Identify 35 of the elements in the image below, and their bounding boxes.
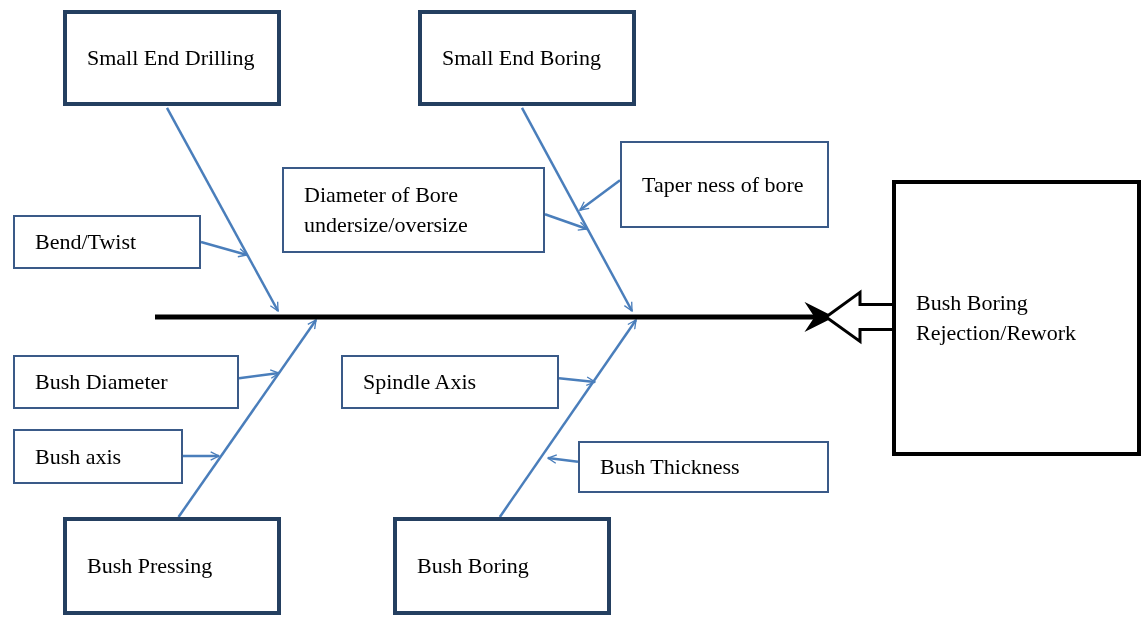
arrow <box>200 240 248 258</box>
cause-box <box>418 10 636 106</box>
sub-cause-box <box>341 355 559 409</box>
node-text: Spindle Axis <box>363 368 477 396</box>
cause-box <box>63 10 281 106</box>
effect-box <box>892 180 1141 456</box>
sub-cause-box <box>13 355 239 409</box>
arrow <box>165 107 280 312</box>
sub-cause-box <box>13 215 201 269</box>
node-text: Taper ness of bore <box>642 170 804 199</box>
arrow <box>238 369 280 380</box>
cause-box <box>63 517 281 615</box>
node-text: Small End Drilling <box>87 44 255 72</box>
arrow <box>177 319 318 518</box>
arrow <box>183 451 220 461</box>
sub-cause-box <box>13 429 183 484</box>
node-text: Bush Thickness <box>600 453 740 481</box>
arrow <box>579 179 621 211</box>
arrow <box>547 454 579 464</box>
node-text: Bush Boring Rejection/Rework <box>916 289 1078 347</box>
arrow <box>558 376 596 386</box>
node-text: Diameter of Bore undersize/oversize <box>304 181 469 239</box>
arrow <box>498 319 638 518</box>
node-text: Bush Diameter <box>35 368 168 396</box>
sub-cause-box <box>578 441 829 493</box>
node-text: Small End Boring <box>442 44 601 72</box>
node-text: Bend/Twist <box>35 228 137 256</box>
node-text: Bush Pressing <box>87 552 213 580</box>
sub-cause-box <box>620 141 829 228</box>
sub-cause-box <box>282 167 545 253</box>
cause-box <box>393 517 611 615</box>
node-text: Bush axis <box>35 442 122 471</box>
arrow <box>520 107 634 312</box>
arrow <box>544 213 588 231</box>
node-text: Bush Boring <box>417 552 529 580</box>
